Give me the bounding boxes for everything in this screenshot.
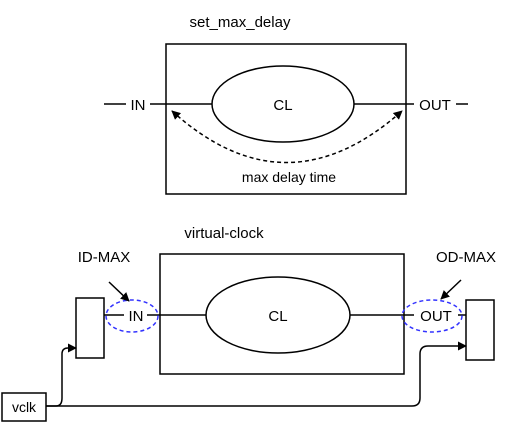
top-in-label: IN (131, 97, 146, 114)
id-max-pointer (108, 281, 130, 302)
id-max-highlight (105, 299, 159, 333)
vclk-to-input-wire (46, 343, 77, 407)
id-max-label: ID-MAX (78, 249, 131, 266)
od-max-highlight (401, 299, 463, 333)
top-out-label: OUT (419, 97, 451, 114)
output-register (465, 299, 495, 361)
top-cl-label: CL (273, 97, 292, 114)
od-max-pointer (440, 279, 462, 300)
vclk-box (1, 392, 47, 422)
set-max-delay-title: set_max_delay (190, 14, 291, 31)
max-delay-arrow (171, 110, 403, 164)
virtual-clock-title: virtual-clock (184, 225, 264, 242)
bottom-in-label: IN (129, 308, 144, 325)
bottom-out-label: OUT (420, 308, 452, 325)
input-register (75, 297, 105, 359)
max-delay-label: max delay time (242, 169, 336, 185)
virtual-clock-box (159, 253, 405, 375)
vclk-label: vclk (12, 399, 37, 415)
od-max-label: OD-MAX (436, 249, 496, 266)
bottom-cl-label: CL (268, 308, 287, 325)
set-max-delay-box (165, 43, 407, 195)
vclk-to-output-wire (46, 341, 467, 407)
